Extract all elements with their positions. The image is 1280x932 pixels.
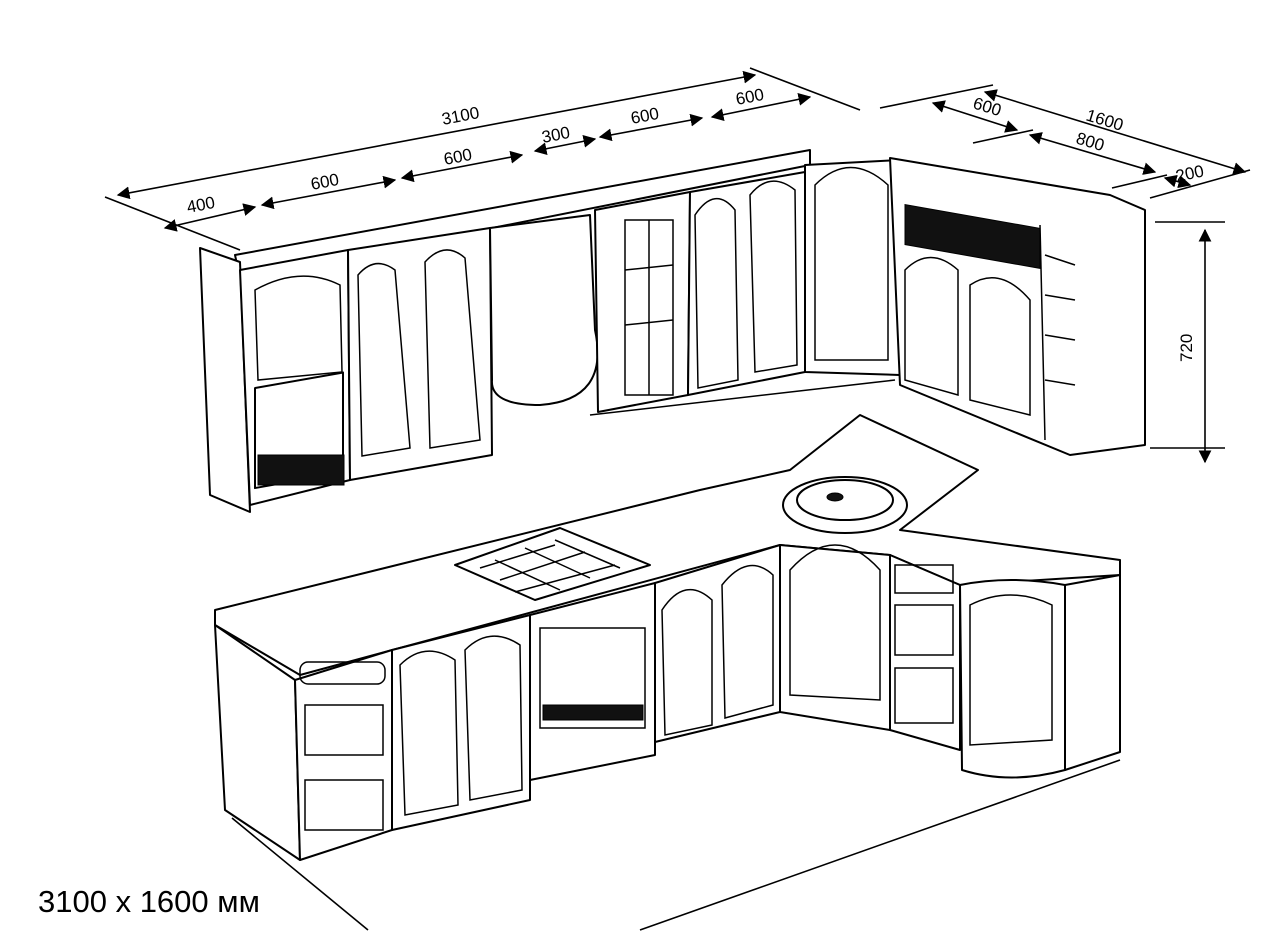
- upper-cabinets-left: [199, 149, 901, 513]
- gas-cooktop: [454, 527, 651, 601]
- dim-upper-5: 600: [629, 104, 660, 128]
- dim-upper-6: 600: [734, 85, 765, 109]
- dim-side-2: 800: [1074, 129, 1107, 155]
- dim-height: 720: [1177, 334, 1196, 362]
- sink: [782, 476, 908, 534]
- dim-side-total: 1600: [1084, 106, 1126, 135]
- dim-upper-4: 300: [540, 123, 571, 147]
- dim-upper-1: 400: [185, 193, 216, 217]
- lower-cabinets: [214, 414, 1121, 861]
- range-hood: [489, 214, 599, 406]
- dimension-lines: [104, 67, 1251, 931]
- upper-cabinets-right: [889, 157, 1146, 456]
- dim-total-width: 3100: [440, 103, 481, 129]
- balusters: [257, 454, 345, 486]
- kitchen-size-caption: 3100 x 1600 мм: [38, 884, 260, 919]
- dim-side-3: 200: [1174, 161, 1206, 185]
